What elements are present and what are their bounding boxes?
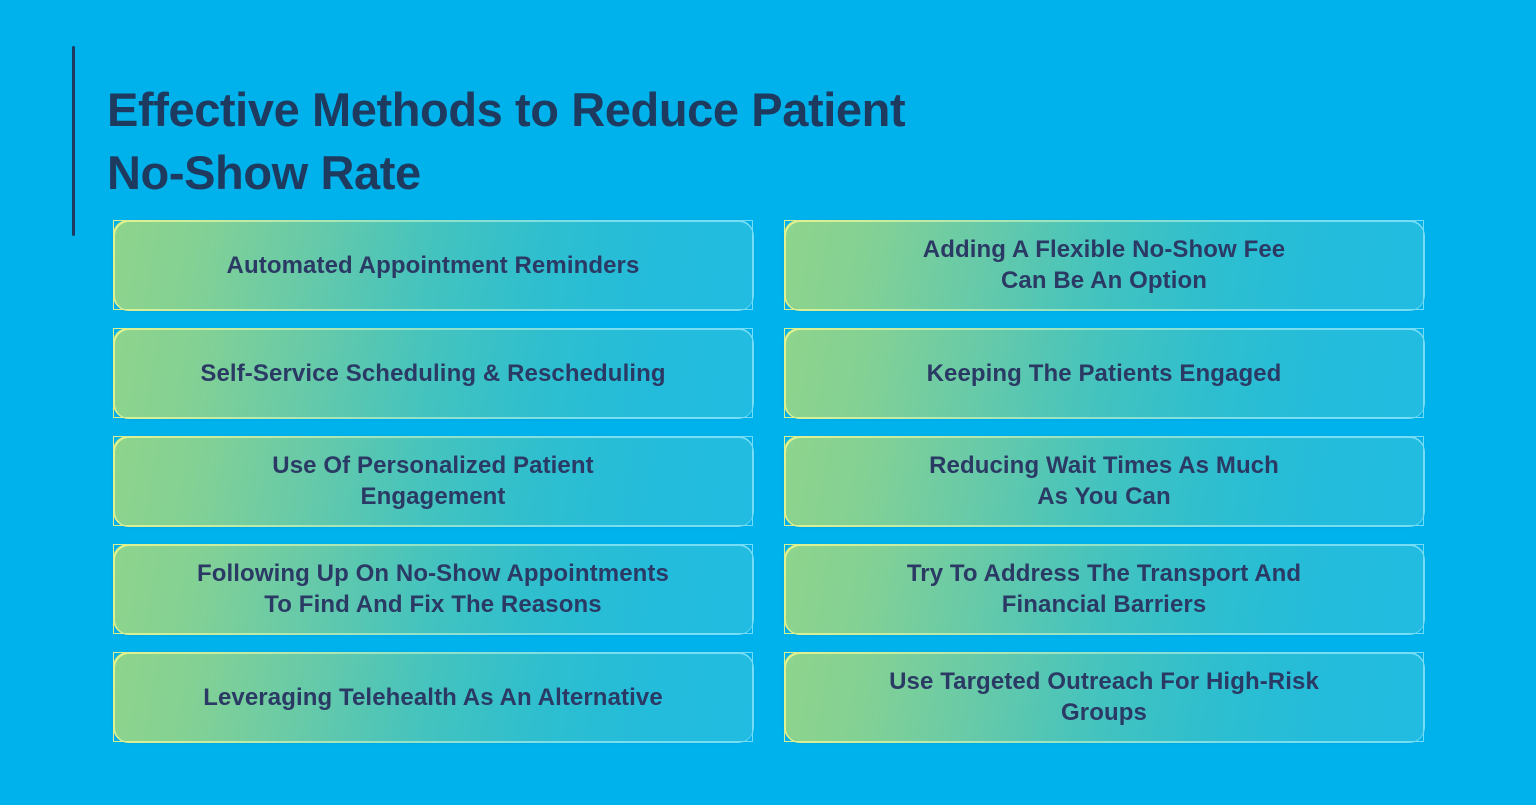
method-card-label: Leveraging Telehealth As An Alternative bbox=[203, 683, 663, 711]
method-card-left-3[interactable]: Use Of Personalized Patient Engagement bbox=[113, 436, 753, 526]
method-card-label: Automated Appointment Reminders bbox=[226, 251, 640, 279]
method-card-right-5[interactable]: Use Targeted Outreach For High-Risk Grou… bbox=[784, 652, 1424, 742]
title-accent-bar bbox=[72, 46, 75, 236]
method-card-label: Keeping The Patients Engaged bbox=[926, 359, 1282, 387]
method-card-left-1[interactable]: Automated Appointment Reminders bbox=[113, 220, 753, 310]
methods-card-grid: Automated Appointment Reminders Adding A… bbox=[113, 220, 1424, 742]
method-card-right-2[interactable]: Keeping The Patients Engaged bbox=[784, 328, 1424, 418]
page-title-block: Effective Methods to Reduce Patient No-S… bbox=[72, 46, 906, 236]
method-card-label: Self-Service Scheduling & Rescheduling bbox=[200, 359, 666, 387]
method-card-label: Use Targeted Outreach For High-Risk Grou… bbox=[889, 668, 1319, 726]
method-card-right-3[interactable]: Reducing Wait Times As Much As You Can bbox=[784, 436, 1424, 526]
method-card-label: Following Up On No-Show Appointments To … bbox=[197, 560, 669, 618]
method-card-label: Try To Address The Transport And Financi… bbox=[906, 560, 1302, 618]
method-card-left-4[interactable]: Following Up On No-Show Appointments To … bbox=[113, 544, 753, 634]
method-card-right-4[interactable]: Try To Address The Transport And Financi… bbox=[784, 544, 1424, 634]
method-card-label: Adding A Flexible No-Show Fee Can Be An … bbox=[922, 236, 1286, 294]
method-card-label: Use Of Personalized Patient Engagement bbox=[272, 452, 594, 510]
page-title: Effective Methods to Reduce Patient No-S… bbox=[107, 83, 906, 200]
method-card-left-2[interactable]: Self-Service Scheduling & Rescheduling bbox=[113, 328, 753, 418]
method-card-right-1[interactable]: Adding A Flexible No-Show Fee Can Be An … bbox=[784, 220, 1424, 310]
method-card-label: Reducing Wait Times As Much As You Can bbox=[929, 452, 1279, 510]
method-card-left-5[interactable]: Leveraging Telehealth As An Alternative bbox=[113, 652, 753, 742]
